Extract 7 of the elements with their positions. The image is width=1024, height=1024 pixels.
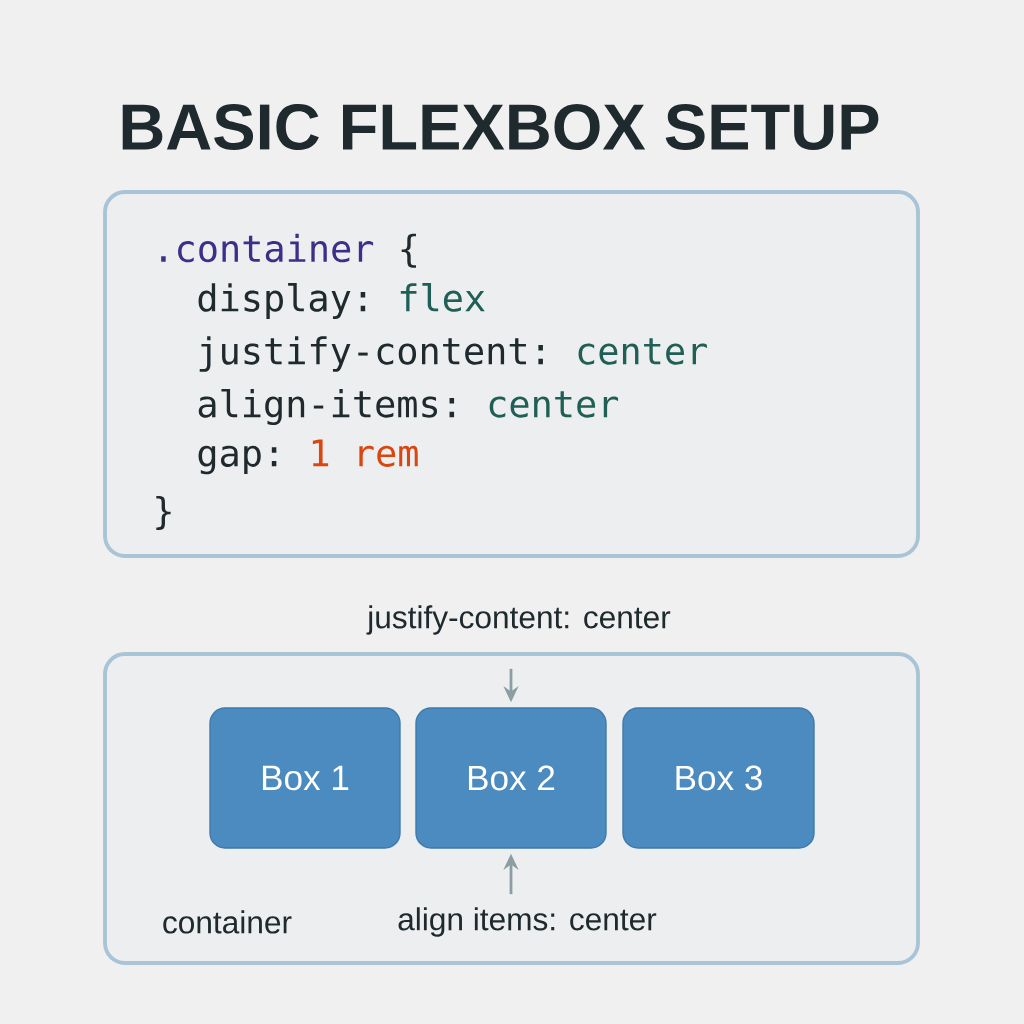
flex-item-box: Box 2 — [415, 707, 607, 849]
flex-item-box: Box 3 — [622, 707, 815, 849]
annotation-text: justify-content: center — [366, 605, 671, 635]
flex-item-box: Box 1 — [209, 707, 401, 849]
annotation-text: align items: center — [398, 907, 657, 937]
code-box: .container { display: flex justify-content: center align-items: center gap: 1 rem } — [103, 190, 920, 558]
title: BASIC FLEXBOX SETUP — [122, 104, 879, 150]
